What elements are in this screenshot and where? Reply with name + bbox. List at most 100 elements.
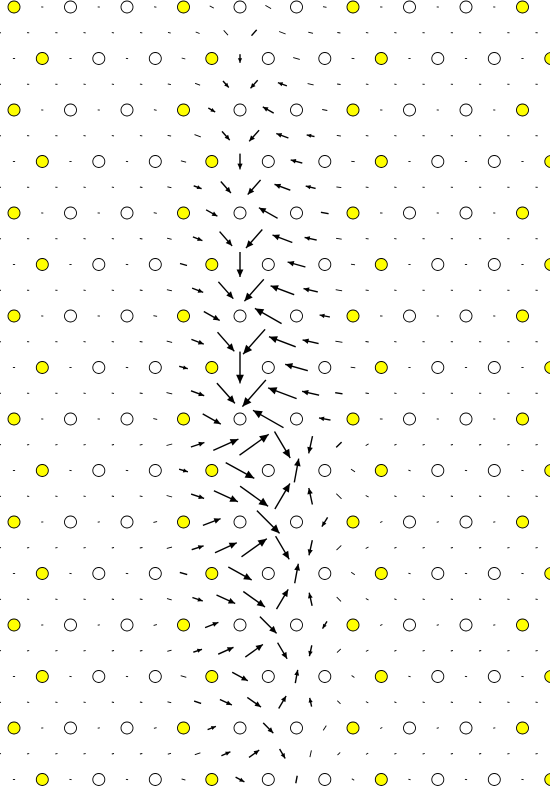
filled-lattice-site xyxy=(7,721,21,735)
field-arrowhead xyxy=(294,563,300,571)
filled-lattice-site xyxy=(544,670,550,683)
field-arrow xyxy=(450,444,454,446)
filled-lattice-site xyxy=(374,155,388,168)
field-arrowhead xyxy=(294,669,300,676)
filled-lattice-site xyxy=(7,0,21,14)
filled-lattice-site xyxy=(374,773,388,786)
field-arrow xyxy=(166,289,172,292)
field-arrow xyxy=(336,237,342,240)
field-arrow xyxy=(436,521,439,523)
field-arrow xyxy=(422,701,425,704)
field-arrow xyxy=(351,675,355,678)
field-arrowhead xyxy=(239,777,245,782)
empty-lattice-site xyxy=(487,361,501,374)
field-arrowhead xyxy=(241,675,248,681)
field-arrow xyxy=(194,752,201,756)
empty-lattice-site xyxy=(459,721,473,735)
field-arrowhead xyxy=(246,240,254,248)
field-arrow xyxy=(336,700,341,705)
empty-lattice-site xyxy=(403,103,416,117)
field-arrow xyxy=(322,6,327,8)
filled-lattice-site xyxy=(35,52,49,65)
filled-lattice-site xyxy=(374,361,388,374)
field-arrow xyxy=(179,262,188,267)
empty-lattice-site xyxy=(261,155,275,168)
field-arrow xyxy=(139,341,143,343)
empty-lattice-site xyxy=(120,412,134,426)
empty-lattice-site xyxy=(64,618,77,632)
empty-lattice-site xyxy=(403,206,416,220)
field-arrow xyxy=(322,725,327,731)
field-arrowhead xyxy=(243,573,252,580)
empty-lattice-site xyxy=(92,773,106,786)
field-arrow xyxy=(365,649,369,652)
field-arrowhead xyxy=(211,211,218,217)
empty-lattice-site xyxy=(120,515,134,529)
filled-lattice-site xyxy=(374,670,388,683)
field-arrowhead xyxy=(228,542,237,549)
empty-lattice-site xyxy=(403,515,416,529)
filled-lattice-site xyxy=(35,258,49,271)
field-arrowhead xyxy=(250,83,256,89)
field-arrowhead xyxy=(282,483,290,493)
field-arrow xyxy=(181,57,186,60)
field-arrowhead xyxy=(322,623,327,629)
field-arrow xyxy=(335,441,343,448)
field-arrow xyxy=(365,752,369,755)
empty-lattice-site xyxy=(261,361,275,374)
empty-lattice-site xyxy=(290,206,303,220)
field-arrowhead xyxy=(282,448,291,458)
field-arrowhead xyxy=(198,391,205,397)
field-arrowhead xyxy=(197,236,203,241)
field-arrow xyxy=(422,598,425,601)
empty-lattice-site xyxy=(318,670,332,683)
field-arrowhead xyxy=(258,497,269,507)
empty-lattice-site xyxy=(120,206,134,220)
field-arrow xyxy=(194,82,201,86)
field-arrow xyxy=(166,340,173,343)
filled-lattice-site xyxy=(544,464,550,477)
field-arrow xyxy=(320,211,329,215)
filled-lattice-site xyxy=(7,412,21,426)
filled-lattice-site xyxy=(346,412,360,426)
field-arrow xyxy=(478,495,482,497)
field-arrow xyxy=(336,186,342,189)
field-arrowhead xyxy=(274,183,282,189)
field-arrowhead xyxy=(197,339,204,345)
empty-lattice-site xyxy=(233,515,247,529)
empty-lattice-site xyxy=(148,361,162,374)
field-arrowhead xyxy=(253,750,260,756)
empty-lattice-site xyxy=(92,464,106,477)
filled-lattice-site xyxy=(346,515,360,529)
empty-lattice-site xyxy=(459,0,473,14)
field-arrowhead xyxy=(270,285,279,292)
field-arrowhead xyxy=(307,549,313,556)
field-arrow xyxy=(167,752,172,755)
field-arrow xyxy=(422,495,425,498)
field-arrowhead xyxy=(307,446,313,454)
empty-lattice-site xyxy=(431,464,445,477)
empty-lattice-site xyxy=(261,567,275,580)
field-arrowhead xyxy=(229,439,239,446)
filled-lattice-site xyxy=(205,155,219,168)
field-arrowhead xyxy=(237,163,243,170)
field-arrowhead xyxy=(224,134,230,141)
field-arrow xyxy=(365,341,369,343)
empty-lattice-site xyxy=(318,361,332,374)
field-arrow xyxy=(478,444,482,446)
filled-lattice-site xyxy=(205,361,219,374)
field-arrowhead xyxy=(259,434,269,443)
field-arrow xyxy=(153,212,157,214)
field-arrow xyxy=(450,701,454,703)
field-arrowhead xyxy=(321,521,327,527)
field-arrow xyxy=(153,418,158,420)
field-arrowhead xyxy=(255,644,263,651)
field-arrowhead xyxy=(282,550,290,560)
empty-lattice-site xyxy=(290,103,303,117)
filled-lattice-site xyxy=(35,567,49,580)
field-arrow xyxy=(422,649,425,652)
field-arrowhead xyxy=(182,365,188,370)
field-arrowhead xyxy=(212,314,220,321)
